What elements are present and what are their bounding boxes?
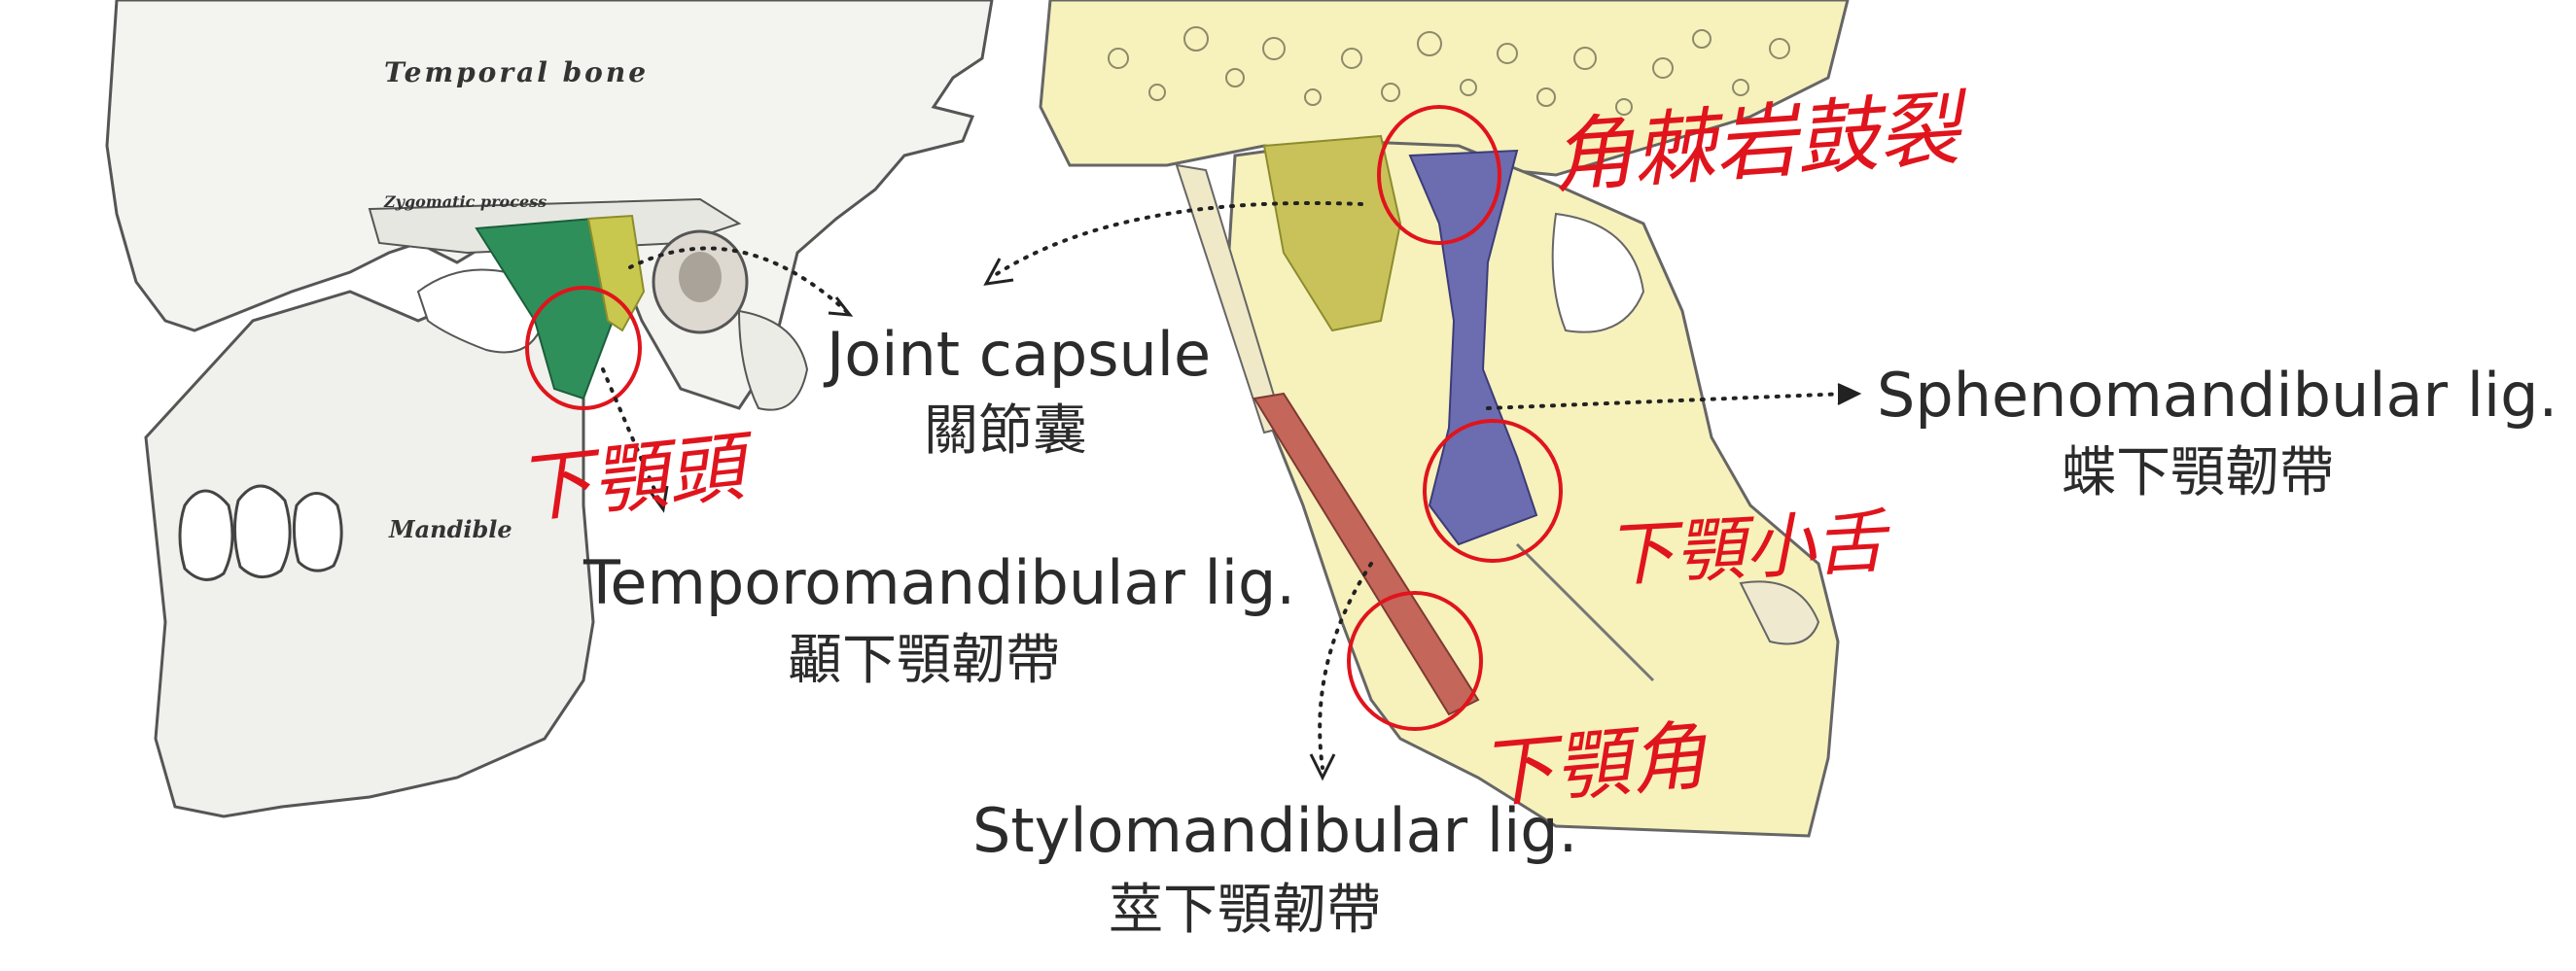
annotation-circle-fissure (1377, 105, 1501, 245)
label-sphenomandibular-zh: 蝶下顎韌帶 (2062, 441, 2334, 504)
mastoid-process (737, 309, 809, 411)
label-stylomandibular-zh: 莖下顎韌帶 (1109, 879, 1381, 942)
leader-temporomandibular (601, 367, 663, 507)
leader-arrowhead-sphenomandibular (1837, 383, 1862, 405)
label-joint-capsule-zh: 關節囊 (924, 399, 1087, 463)
label-temporomandibular-en: Temporomandibular lig. (583, 547, 1296, 618)
handwritten-note-angle: 下顎角 (1475, 711, 1711, 819)
bone-label-mandible: Mandible (389, 515, 512, 543)
label-sphenomandibular-en: Sphenomandibular lig. (1877, 360, 2558, 431)
label-joint-capsule-en: Joint capsule (827, 319, 1212, 390)
label-stylomandibular-en: Stylomandibular lig. (972, 795, 1578, 866)
label-temporomandibular-zh: 顳下顎韌帶 (788, 629, 1060, 692)
handwritten-note-lingula: 下顎小舌 (1603, 500, 1888, 597)
coronoid-tip (1739, 580, 1820, 645)
leader-arrowhead-temporomandibular (648, 485, 669, 513)
bone-label-zygomatic: Zygomatic process (384, 192, 547, 211)
meatus-inner (679, 252, 722, 302)
mylohyoid-groove (1515, 542, 1655, 682)
leader-arrowhead-capsule-right (983, 258, 1014, 286)
annotation-circle-condyle (525, 286, 642, 410)
annotation-circle-angle (1347, 591, 1483, 731)
right-mandible-drawing (983, 0, 1862, 838)
joint-capsule-shape-right (1262, 134, 1402, 332)
stylomandibular-ligament-shape (1253, 392, 1480, 716)
leader-sphenomandibular (1486, 392, 1850, 410)
leader-arrowhead-capsule-left (828, 296, 854, 317)
mandibular-foramen-region (1551, 212, 1645, 333)
leader-stylomandibular (1318, 562, 1373, 770)
molar-teeth (178, 484, 343, 581)
sphenomandibular-ligament-shape (1408, 149, 1538, 546)
bone-label-temporal: Temporal bone (384, 56, 650, 88)
bone-texture (1108, 26, 1790, 116)
left-skull-drawing (105, 0, 994, 818)
leader-arrowhead-stylomandibular (1309, 753, 1336, 781)
leader-joint-capsule-right (990, 200, 1363, 279)
mandible (144, 290, 595, 818)
annotation-circle-lingula (1423, 419, 1563, 563)
joint-capsule-shape (586, 214, 646, 332)
